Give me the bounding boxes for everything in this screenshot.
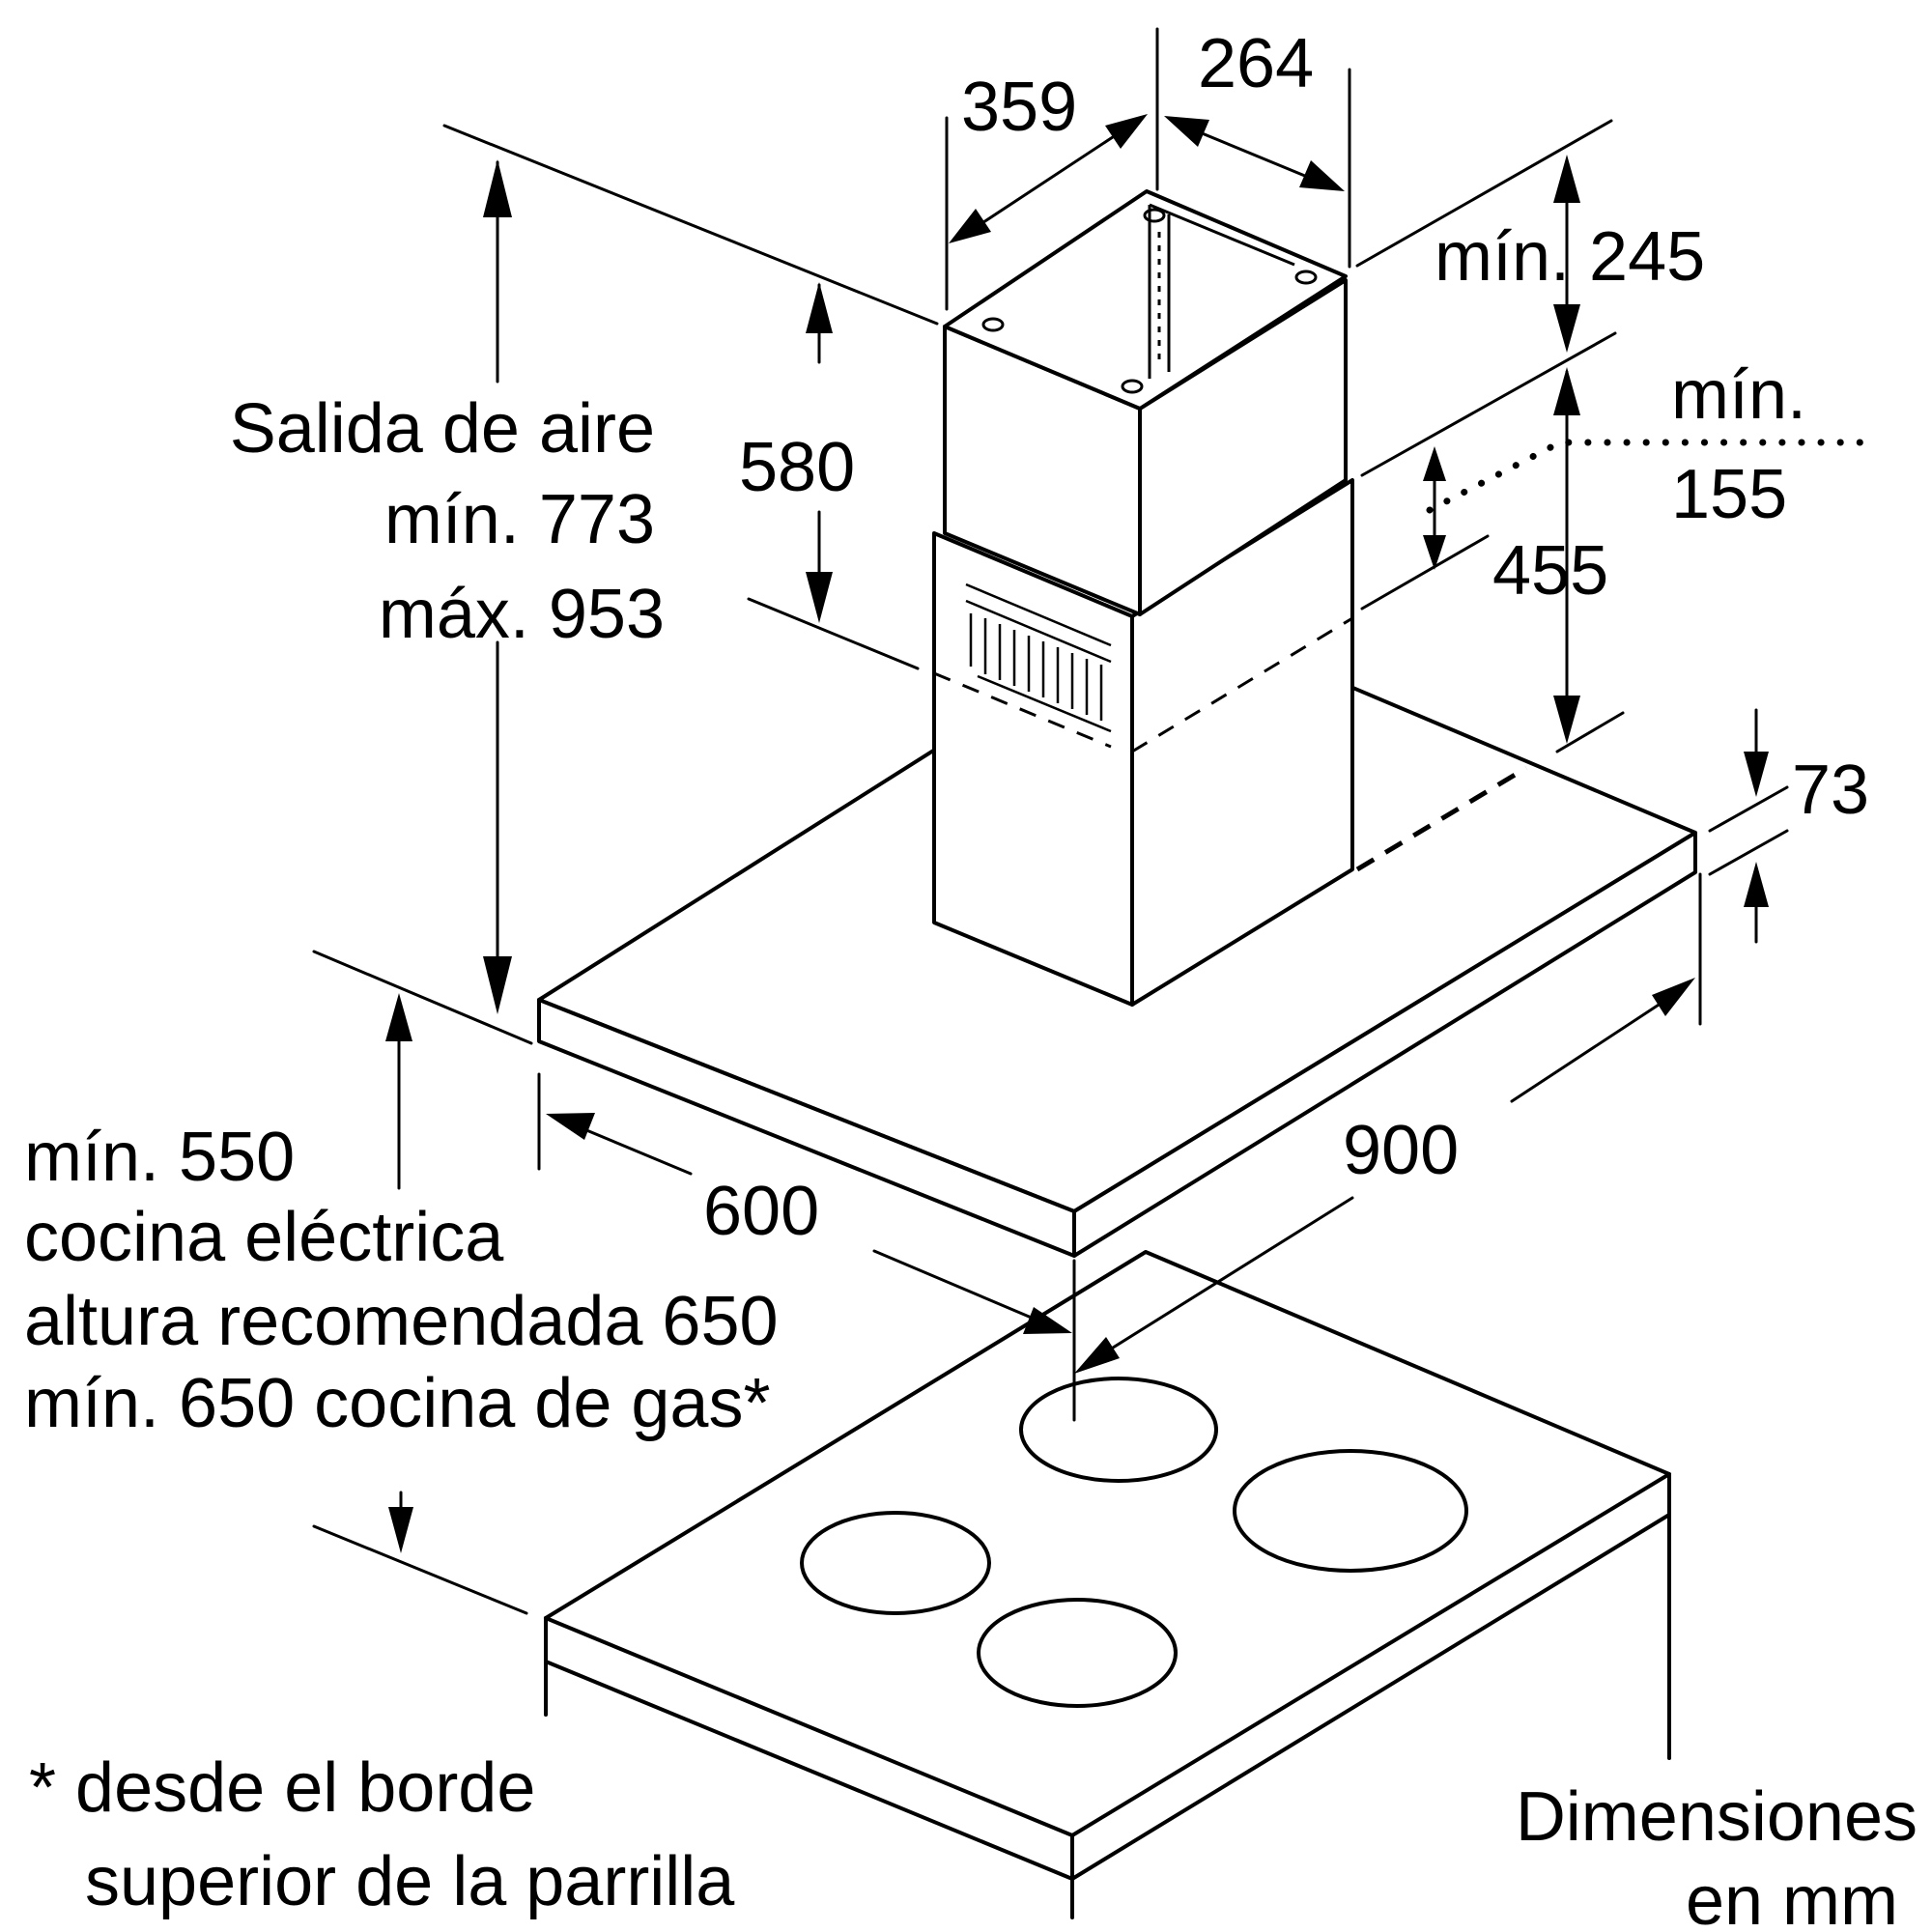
clearance-line4: mín. 650 cocina de gas* xyxy=(24,1365,771,1442)
label-600: 600 xyxy=(703,1173,819,1250)
label-455: 455 xyxy=(1492,532,1608,610)
screw-hole xyxy=(1294,270,1318,285)
label-580: 580 xyxy=(739,429,855,506)
screw-hole xyxy=(1143,208,1166,223)
bracket-frame xyxy=(1148,203,1295,379)
burner-front-left xyxy=(800,1511,991,1615)
label-155: 155 xyxy=(1671,456,1787,533)
vent-slots xyxy=(965,582,1112,733)
screw-hole xyxy=(1121,379,1144,394)
min-overlap-line xyxy=(1426,439,1883,514)
labels: 359 264 mín. 245 mín. 155 455 580 73 600… xyxy=(24,25,1918,1932)
label-900: 900 xyxy=(1343,1112,1459,1189)
units-line2: en mm xyxy=(1686,1862,1898,1932)
air-outlet-max: máx. 953 xyxy=(379,576,665,653)
air-outlet-label: Salida de aire xyxy=(230,390,655,468)
footnote-line2: superior de la parrilla xyxy=(85,1843,735,1920)
dimension-lines xyxy=(385,114,1769,1553)
cooktop xyxy=(544,1250,1671,1919)
label-73: 73 xyxy=(1792,752,1869,829)
burner-front-right xyxy=(977,1598,1178,1708)
burner-back-left xyxy=(1019,1377,1218,1483)
clearance-line2: cocina eléctrica xyxy=(24,1199,504,1276)
label-min: mín. xyxy=(1671,356,1806,434)
upper-duct xyxy=(943,189,1348,616)
air-outlet-min: mín. 773 xyxy=(384,481,655,558)
units-line1: Dimensiones xyxy=(1516,1778,1918,1856)
burner-back-right xyxy=(1233,1449,1468,1573)
label-264: 264 xyxy=(1198,25,1314,102)
screw-hole xyxy=(981,317,1005,332)
label-min-245: mín. 245 xyxy=(1435,218,1705,296)
extension-lines xyxy=(312,27,1789,1615)
footnote-line1: * desde el borde xyxy=(29,1749,535,1827)
label-359: 359 xyxy=(961,69,1077,146)
clearance-line1: mín. 550 xyxy=(24,1119,295,1196)
clearance-line3: altura recomendada 650 xyxy=(24,1283,779,1360)
